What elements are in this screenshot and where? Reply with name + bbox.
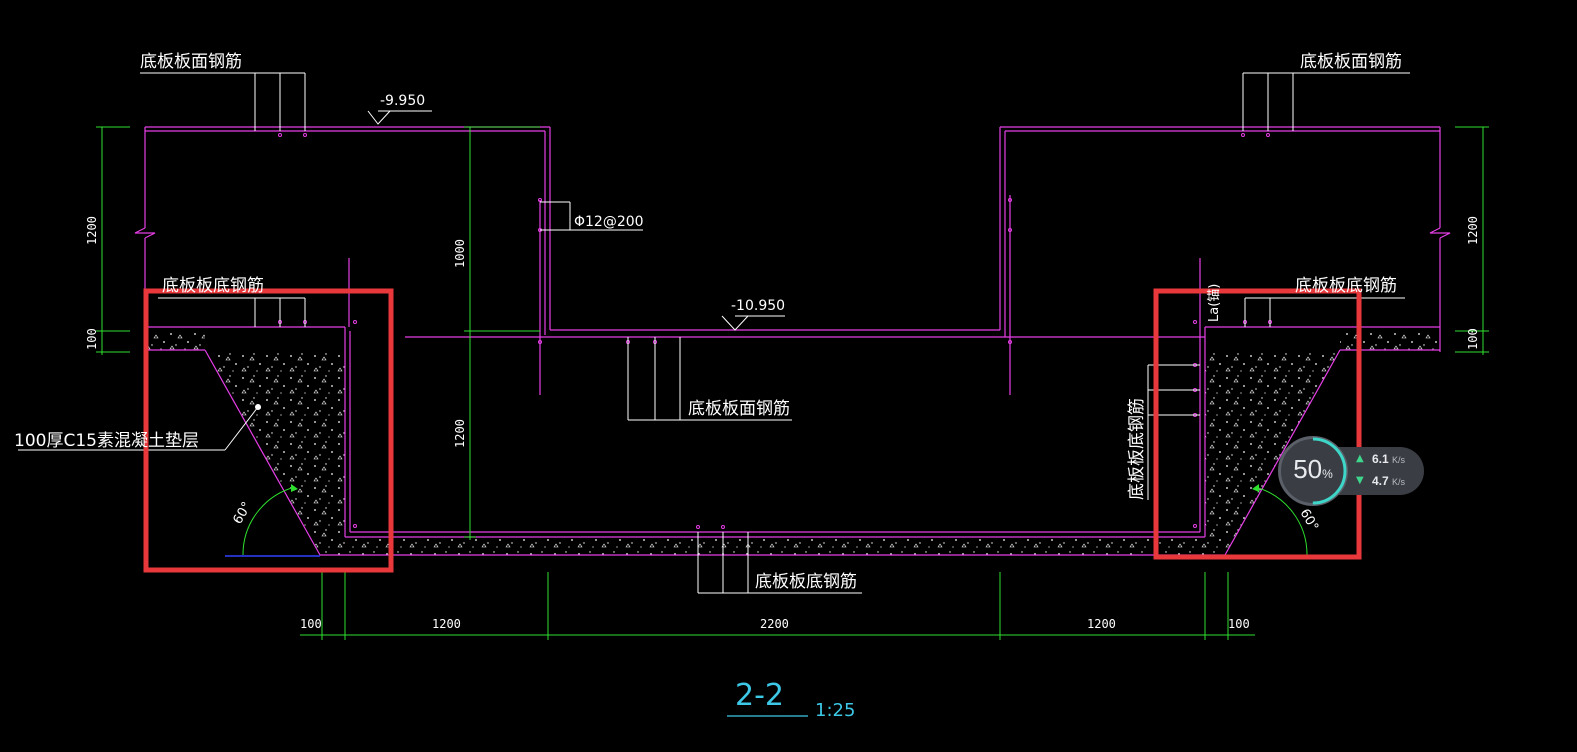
usage-ring-progress [1279,437,1347,505]
usage-percent: 50% [1293,454,1333,484]
dimension-labels: 1200 100 1200 100 1000 1200 100 1200 220… [85,216,1480,631]
angle-left-label: 60° [230,500,255,527]
upload-arrow-icon: ▲ [1356,453,1364,464]
bottom-rebar-left-label: 底板板底钢筋 [162,276,264,296]
structure-outline [134,126,1451,556]
top-slab-rebar-right-label: 底板板面钢筋 [1300,52,1402,72]
download-arrow-icon: ▼ [1356,475,1364,486]
rebar-dots [278,133,1272,529]
side-rebar-vertical-label: 底板板底钢筋 [1127,398,1147,500]
dim-bottom-1200-right: 1200 [1087,617,1116,631]
leader-lines [18,72,1410,594]
elevation-pit-label: -10.950 [731,298,785,314]
section-title-label: 2-2 [735,678,784,713]
network-speed-panel: ▲ 6.1 K/s ▼ 4.7 K/s [1338,447,1424,495]
dim-bottom-100-left: 100 [300,617,322,631]
angle-right-label: 60° [1297,507,1322,534]
angle-arrow-left [291,484,298,492]
dim-right-100: 100 [1466,328,1480,350]
dimension-lines [96,126,1489,640]
upload-speed: 6.1 K/s [1372,452,1406,466]
network-speed-widget[interactable]: ▲ 6.1 K/s ▼ 4.7 K/s 50% [1278,436,1424,508]
elevation-top-label: -9.950 [380,93,425,109]
pit-bottom-rebar-label: 底板板底钢筋 [755,572,857,592]
dim-bottom-1200-left: 1200 [432,617,461,631]
highlight-box-right [1153,288,1362,560]
dim-bottom-2200: 2200 [760,617,789,631]
dim-left-100: 100 [85,328,99,350]
angle-arrow-right [1252,484,1259,492]
bottom-rebar-right-label: 底板板底钢筋 [1295,276,1397,296]
download-speed: 4.7 K/s [1372,474,1406,488]
dim-center-1000: 1000 [453,239,467,268]
top-slab-rebar-left-label: 底板板面钢筋 [140,52,242,72]
cushion-layer-label: 100厚C15素混凝土垫层 [14,431,199,451]
highlight-box-left [143,288,394,573]
dim-center-1200: 1200 [453,419,467,448]
anchor-length-label: La(锚) [1207,284,1222,322]
dim-left-1200: 1200 [85,216,99,245]
stirrup-label: Φ12@200 [574,214,644,230]
section-title: 2-2 1:25 [727,678,855,721]
leader-dot [255,404,261,410]
pit-face-rebar-label: 底板板面钢筋 [688,399,790,419]
concrete-fill [145,333,1440,555]
dim-bottom-100-right: 100 [1228,617,1250,631]
section-scale-label: 1:25 [815,700,855,721]
dim-right-1200: 1200 [1466,216,1480,245]
